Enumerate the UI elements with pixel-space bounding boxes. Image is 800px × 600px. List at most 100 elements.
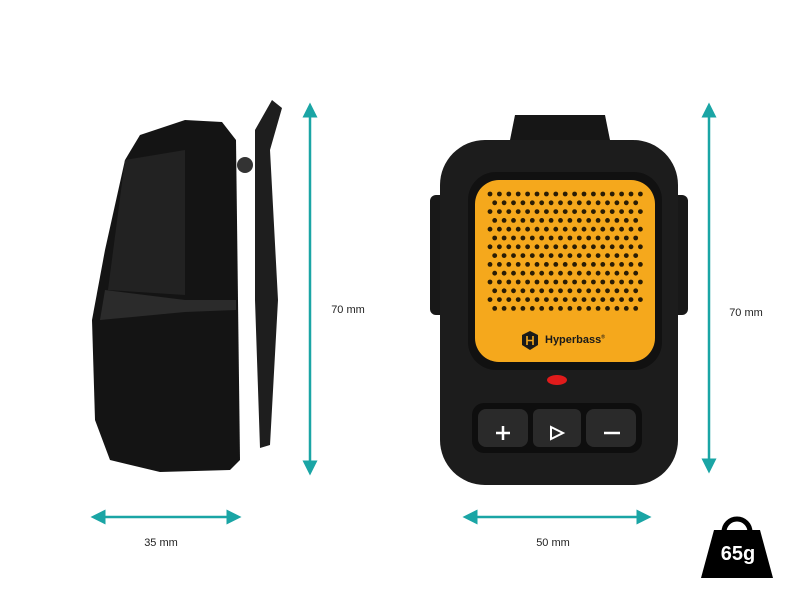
grille-hole xyxy=(623,253,629,258)
grille-hole xyxy=(515,279,521,285)
grille-hole xyxy=(506,262,512,267)
grille-hole xyxy=(591,297,596,302)
device-front-view xyxy=(430,115,688,485)
grille-hole xyxy=(591,226,596,232)
grille-hole xyxy=(487,279,493,285)
grille-hole xyxy=(548,218,554,223)
grille-hole xyxy=(544,209,549,215)
grille-hole xyxy=(614,288,620,294)
grille-hole xyxy=(562,297,568,302)
grille-hole xyxy=(562,209,568,215)
grille-hole xyxy=(567,200,573,206)
grille-hole xyxy=(614,235,620,241)
grille-hole xyxy=(497,297,502,302)
grille-hole xyxy=(600,297,606,302)
grille-hole xyxy=(614,253,620,258)
grille-hole xyxy=(609,226,615,232)
grille-hole xyxy=(619,297,624,302)
grille-hole xyxy=(487,191,493,197)
grille-hole xyxy=(539,235,545,241)
grille-hole xyxy=(553,279,559,285)
grille-hole xyxy=(572,297,577,302)
grille-hole xyxy=(529,253,535,258)
grille-hole xyxy=(605,270,610,276)
grille-hole xyxy=(539,253,545,258)
grille-hole xyxy=(525,244,530,250)
grille-hole xyxy=(520,235,526,241)
grille-hole xyxy=(520,218,526,223)
grille-hole xyxy=(623,218,629,223)
grille-hole xyxy=(525,297,530,302)
grille-hole xyxy=(497,209,502,215)
grille-hole xyxy=(492,253,498,258)
grille-hole xyxy=(520,253,526,258)
grille-hole xyxy=(511,253,516,258)
grille-hole xyxy=(609,262,615,267)
grille-hole xyxy=(628,244,634,250)
grille-hole xyxy=(511,235,516,241)
grille-hole xyxy=(492,270,498,276)
grille-hole xyxy=(511,306,516,311)
grille-hole xyxy=(501,235,507,241)
grille-hole xyxy=(525,226,530,232)
grille-hole xyxy=(544,297,549,302)
side-height-label: 70 mm xyxy=(331,304,365,316)
grille-hole xyxy=(619,262,624,267)
grille-hole xyxy=(567,270,573,276)
grille-hole xyxy=(628,262,634,267)
grille-hole xyxy=(534,244,540,250)
grille-hole xyxy=(548,288,554,294)
grille-hole xyxy=(609,297,615,302)
grille-hole xyxy=(525,209,530,215)
grille-hole xyxy=(544,226,549,232)
weight-value: 65g xyxy=(720,543,756,565)
grille-hole xyxy=(591,244,596,250)
grille-hole xyxy=(605,306,610,311)
grille-hole xyxy=(529,270,535,276)
grille-hole xyxy=(544,191,549,197)
grille-hole xyxy=(562,191,568,197)
grille-hole xyxy=(525,279,530,285)
volume-down-button[interactable] xyxy=(586,409,636,447)
grille-hole xyxy=(539,218,545,223)
grille-hole xyxy=(497,244,502,250)
grille-hole xyxy=(515,297,521,302)
grille-hole xyxy=(558,306,563,311)
grille-hole xyxy=(487,297,493,302)
grille-hole xyxy=(506,226,512,232)
grille-hole xyxy=(609,191,615,197)
grille-hole xyxy=(520,288,526,294)
grille-hole xyxy=(576,235,582,241)
led-indicator xyxy=(547,375,567,385)
grille-hole xyxy=(529,306,535,311)
grille-hole xyxy=(614,270,620,276)
grille-hole xyxy=(633,253,639,258)
grille-hole xyxy=(534,226,540,232)
grille-hole xyxy=(501,270,507,276)
grille-hole xyxy=(614,200,620,206)
grille-hole xyxy=(619,209,624,215)
grille-hole xyxy=(562,244,568,250)
grille-hole xyxy=(638,226,643,232)
grille-hole xyxy=(586,253,592,258)
grille-hole xyxy=(572,209,577,215)
grille-hole xyxy=(586,235,592,241)
grille-hole xyxy=(600,262,606,267)
grille-hole xyxy=(529,288,535,294)
grille-hole xyxy=(605,253,610,258)
grille-hole xyxy=(539,288,545,294)
grille-hole xyxy=(558,235,563,241)
grille-hole xyxy=(515,191,521,197)
grille-hole xyxy=(576,200,582,206)
grille-hole xyxy=(638,297,643,302)
grille-hole xyxy=(506,244,512,250)
grille-hole xyxy=(492,235,498,241)
grille-hole xyxy=(515,226,521,232)
grille-hole xyxy=(558,288,563,294)
grille-hole xyxy=(633,235,639,241)
play-button[interactable] xyxy=(533,409,581,447)
grille-hole xyxy=(515,209,521,215)
grille-hole xyxy=(633,306,639,311)
grille-hole xyxy=(539,270,545,276)
